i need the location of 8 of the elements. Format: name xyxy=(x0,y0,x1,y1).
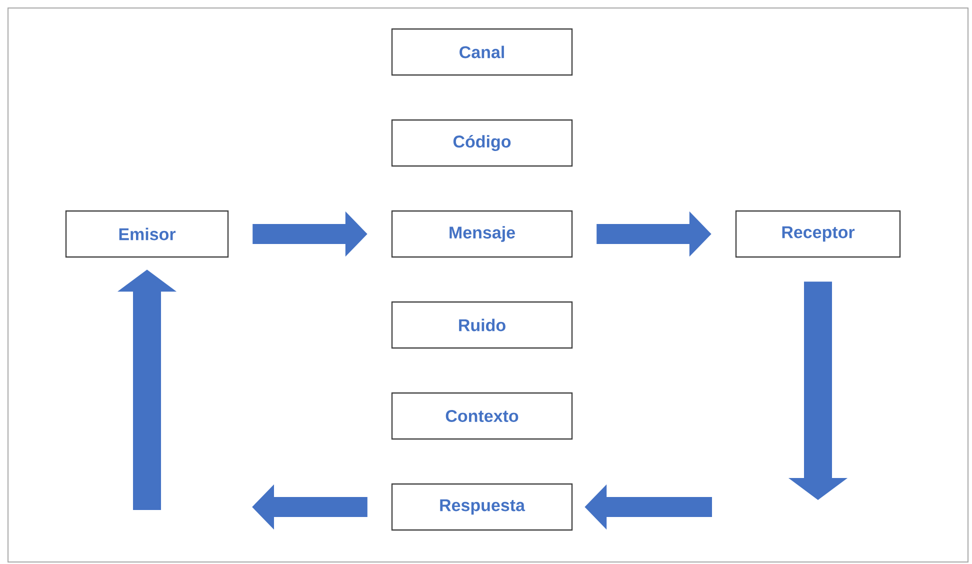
text-box: Contexto xyxy=(391,392,573,440)
text-box: Emisor xyxy=(65,210,229,258)
text-box: Código xyxy=(391,119,573,167)
text-box: Receptor xyxy=(735,210,901,258)
text-box: Canal xyxy=(391,28,573,76)
text-box: Respuesta xyxy=(391,483,573,531)
text-box: Mensaje xyxy=(391,210,573,258)
text-box: Ruido xyxy=(391,301,573,349)
